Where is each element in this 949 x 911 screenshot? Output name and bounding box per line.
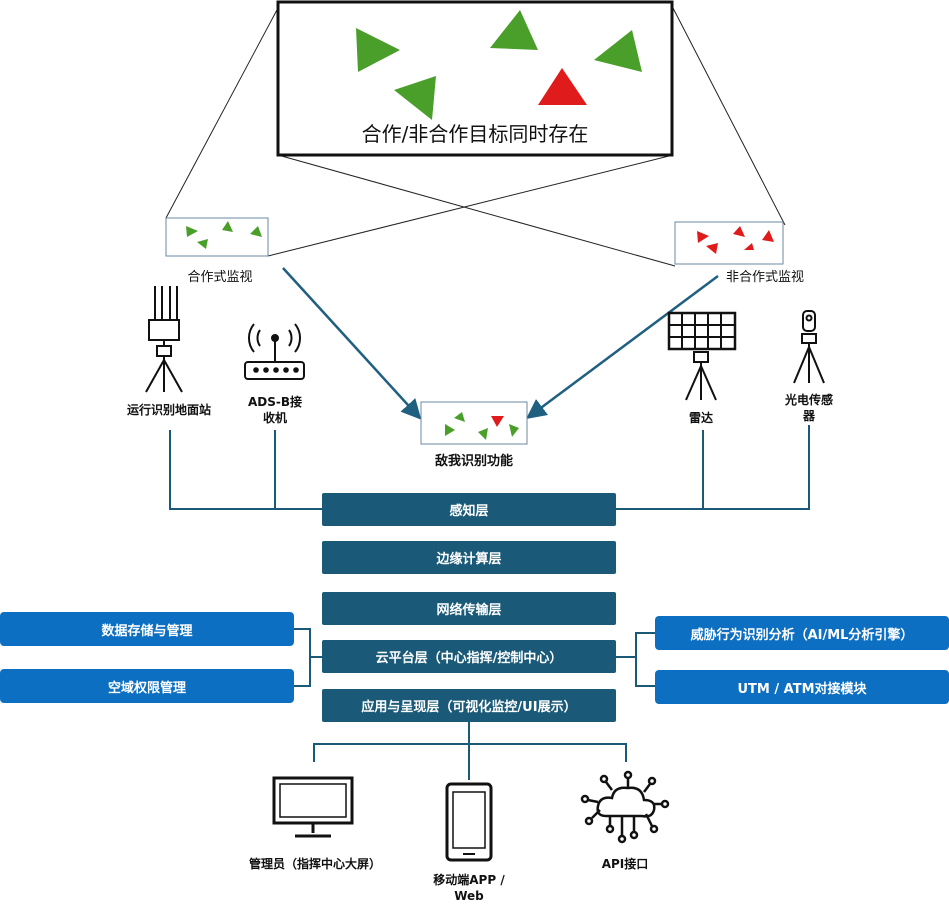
cloud-platform-layer[interactable]: 云平台层（中心指挥/控制中心）	[322, 640, 616, 673]
ground-station-label: 运行识别地面站	[126, 403, 211, 417]
eo-sensor-label-line2: 器	[802, 409, 815, 423]
hostile-target	[697, 231, 709, 243]
perception-layer[interactable]: 感知层	[322, 493, 616, 526]
hostile-target	[491, 416, 504, 427]
api-label: API接口	[601, 857, 649, 871]
radar-label: 雷达	[688, 411, 713, 425]
cooperative-monitor-panel	[165, 217, 269, 257]
mobile-label-line2: Web	[454, 889, 484, 903]
cloud-api-icon	[580, 770, 670, 844]
radar-icon	[667, 311, 737, 401]
adsb-receiver-label-line1: ADS-B接	[247, 395, 303, 409]
hostile-target	[733, 226, 745, 237]
eo-sensor-label-line1: 光电传感	[784, 393, 833, 407]
mobile-phone-icon	[445, 782, 493, 862]
cooperative-panel-targets	[186, 221, 262, 249]
friendly-target	[250, 226, 262, 237]
hostile-target	[706, 243, 718, 254]
sensor-connectors	[169, 425, 810, 510]
iff-label: 敌我识别功能	[434, 454, 513, 469]
friendly-target	[394, 76, 436, 120]
friendly-target	[454, 412, 465, 422]
friendly-target	[490, 10, 538, 50]
eo-sensor-icon	[793, 310, 825, 384]
noncooperative-panel-targets	[697, 226, 774, 254]
friendly-target	[478, 428, 488, 440]
module-connectors	[294, 628, 655, 687]
monitor-icon	[272, 776, 354, 838]
threat-analysis-module[interactable]: 威胁行为识别分析（AI/ML分析引擎）	[655, 616, 949, 650]
projection-lines	[165, 7, 786, 267]
data-storage-module[interactable]: 数据存储与管理	[0, 612, 294, 646]
top-targets-panel	[276, 0, 674, 157]
friendly-target	[186, 226, 198, 237]
edge-computing-layer[interactable]: 边缘计算层	[322, 541, 616, 574]
admin-label: 管理员（指挥中心大屏）	[248, 857, 381, 871]
hostile-target	[538, 68, 587, 105]
friendly-target	[509, 424, 519, 437]
adsb-receiver-label: ADS-B接 收机	[235, 394, 315, 426]
friendly-target	[222, 221, 233, 232]
adsb-receiver-icon	[244, 323, 305, 380]
adsb-receiver-label-line2: 收机	[262, 411, 287, 425]
cooperative-to-iff-arrow	[282, 267, 422, 420]
hostile-target	[744, 243, 754, 250]
top-panel-caption: 合作/非合作目标同时存在	[361, 122, 589, 146]
airspace-permission-module[interactable]: 空域权限管理	[0, 669, 294, 703]
eo-sensor-label: 光电传感 器	[770, 392, 848, 424]
noncooperative-monitor-panel	[674, 221, 784, 265]
friendly-target	[594, 30, 642, 72]
ground-station-icon	[145, 286, 183, 393]
cooperative-monitor-label: 合作式监视	[187, 270, 253, 285]
endpoint-connectors	[313, 722, 627, 780]
top-panel-targets	[356, 10, 642, 120]
friendly-target	[356, 28, 400, 72]
iff-panel-targets	[445, 412, 519, 440]
iff-panel	[420, 401, 528, 445]
mobile-label-line1: 移动端APP /	[433, 873, 505, 887]
friendly-target	[445, 424, 455, 436]
utm-atm-module[interactable]: UTM / ATM对接模块	[655, 670, 949, 704]
friendly-target	[197, 239, 208, 249]
noncooperative-to-iff-arrow	[525, 274, 719, 419]
network-layer[interactable]: 网络传输层	[322, 592, 616, 625]
noncooperative-monitor-label: 非合作式监视	[725, 270, 804, 285]
mobile-label: 移动端APP / Web	[410, 872, 528, 904]
application-layer[interactable]: 应用与呈现层（可视化监控/UI展示）	[322, 689, 616, 722]
hostile-target	[762, 230, 774, 242]
